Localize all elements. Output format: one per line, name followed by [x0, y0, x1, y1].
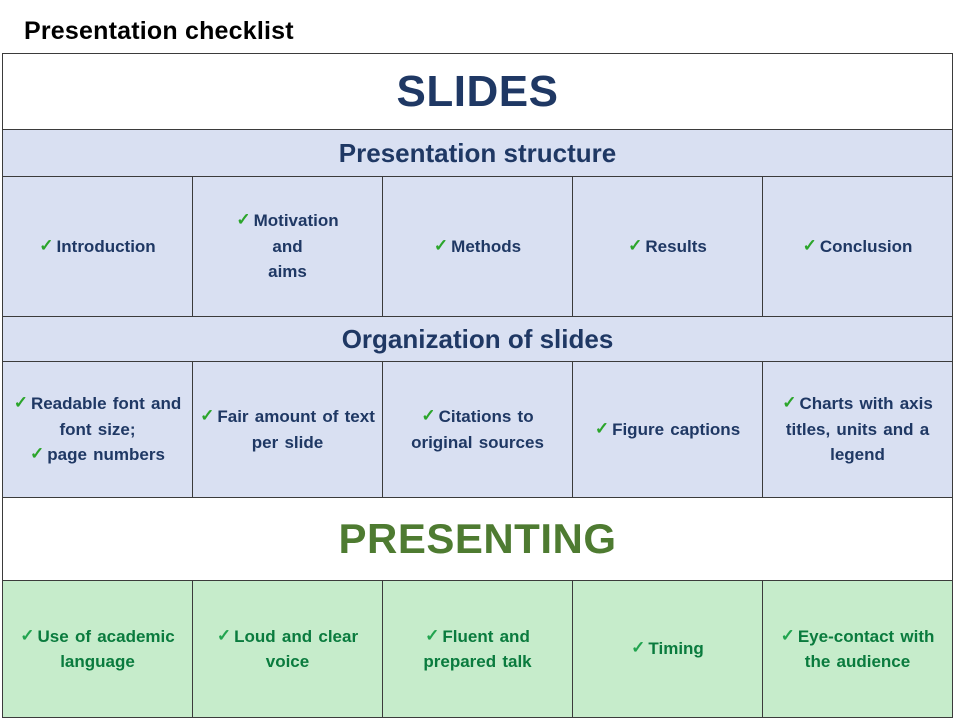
check-icon: ✓ [628, 235, 643, 255]
structure-header-text: Presentation structure [338, 137, 617, 168]
check-item: ✓Fluent and prepared talk [423, 624, 531, 675]
cell-results: ✓Results [573, 177, 763, 316]
check-item-text: Methods [451, 236, 522, 256]
check-item-text: Timing [648, 639, 704, 659]
check-icon: ✓ [425, 625, 440, 645]
check-item: ✓Use of academic language [20, 624, 174, 675]
cell-citations: ✓Citations to original sources [383, 362, 573, 497]
check-item: ✓Charts with axis titles, units and a le… [782, 391, 933, 468]
check-item-text: Readable font and font size; [30, 394, 182, 439]
check-icon: ✓ [780, 625, 795, 645]
check-icon: ✓ [802, 235, 817, 255]
cell-eye-contact: ✓Eye-contact with the audience [763, 581, 952, 717]
check-item-text: Introduction [56, 236, 156, 256]
check-icon: ✓ [433, 235, 449, 255]
check-icon: ✓ [782, 393, 797, 413]
presenting-cells-row: ✓Use of academic language ✓Loud and clea… [3, 581, 952, 717]
check-item-text: Use of academic language [37, 626, 175, 672]
cell-fluent-prepared-talk: ✓Fluent and prepared talk [383, 581, 573, 717]
check-item: ✓page numbers [30, 442, 165, 468]
check-icon: ✓ [200, 406, 215, 425]
cell-motivation-and-aims: ✓Motivation and aims [193, 177, 383, 316]
presenting-banner-row: PRESENTING [3, 498, 952, 581]
check-item: ✓Eye-contact with the audience [781, 624, 935, 675]
check-item-text: Conclusion [819, 236, 913, 256]
organization-cells-row: ✓Readable font and font size; ✓page numb… [3, 362, 952, 498]
check-icon: ✓ [594, 418, 610, 438]
check-item-text: Fluent and prepared talk [423, 626, 532, 672]
cell-fair-amount-of-text: ✓Fair amount of text per slide [193, 362, 383, 497]
page-title: Presentation checklist [24, 17, 294, 45]
check-item: ✓Fair amount of text per slide [200, 404, 375, 455]
check-item-text: Results [645, 236, 707, 256]
structure-header-row: Presentation structure [3, 130, 952, 177]
checklist-table: SLIDES Presentation structure ✓Introduct… [2, 53, 953, 718]
cell-methods: ✓Methods [383, 177, 573, 316]
cell-charts-axis-legend: ✓Charts with axis titles, units and a le… [763, 362, 952, 497]
cell-academic-language: ✓Use of academic language [3, 581, 193, 717]
check-icon: ✓ [236, 210, 251, 230]
check-item-text: page numbers [47, 445, 165, 465]
check-item: ✓Introduction [39, 234, 155, 260]
check-item: ✓Methods [434, 234, 521, 260]
check-icon: ✓ [30, 444, 45, 464]
check-item: ✓Figure captions [595, 417, 740, 443]
structure-cells-row: ✓Introduction ✓Motivation and aims ✓Meth… [3, 177, 952, 317]
check-item-text: Figure captions [612, 419, 741, 439]
check-icon: ✓ [39, 235, 54, 255]
check-icon: ✓ [13, 393, 28, 413]
check-item: ✓Conclusion [803, 234, 913, 260]
check-item-text: Eye-contact with the audience [797, 626, 935, 672]
check-item: ✓Motivation and aims [236, 208, 338, 285]
slides-banner-row: SLIDES [3, 54, 952, 130]
check-item-text: Loud and clear voice [234, 626, 359, 672]
check-item-text: Charts with axis titles, units and a leg… [785, 394, 933, 465]
cell-timing: ✓Timing [573, 581, 763, 717]
check-item: ✓Loud and clear voice [217, 624, 358, 675]
check-item: ✓Results [628, 234, 707, 260]
check-item-text: Citations to original sources [411, 407, 544, 452]
check-icon: ✓ [216, 625, 232, 645]
check-icon: ✓ [20, 625, 35, 645]
check-icon: ✓ [421, 406, 436, 425]
slides-banner-text: SLIDES [396, 66, 559, 116]
organization-header-row: Organization of slides [3, 317, 952, 362]
organization-header-text: Organization of slides [341, 323, 614, 354]
presenting-banner-text: PRESENTING [338, 515, 617, 562]
check-icon: ✓ [631, 638, 646, 658]
check-item: ✓Readable font and font size; [14, 391, 182, 442]
cell-readable-font-page-numbers: ✓Readable font and font size; ✓page numb… [3, 362, 193, 497]
check-item-text: Motivation and aims [253, 211, 339, 282]
check-item: ✓Timing [631, 636, 704, 662]
cell-figure-captions: ✓Figure captions [573, 362, 763, 497]
check-item-text: Fair amount of text per slide [217, 407, 375, 452]
cell-loud-clear-voice: ✓Loud and clear voice [193, 581, 383, 717]
cell-introduction: ✓Introduction [3, 177, 193, 316]
cell-conclusion: ✓Conclusion [763, 177, 952, 316]
check-item: ✓Citations to original sources [411, 404, 544, 455]
